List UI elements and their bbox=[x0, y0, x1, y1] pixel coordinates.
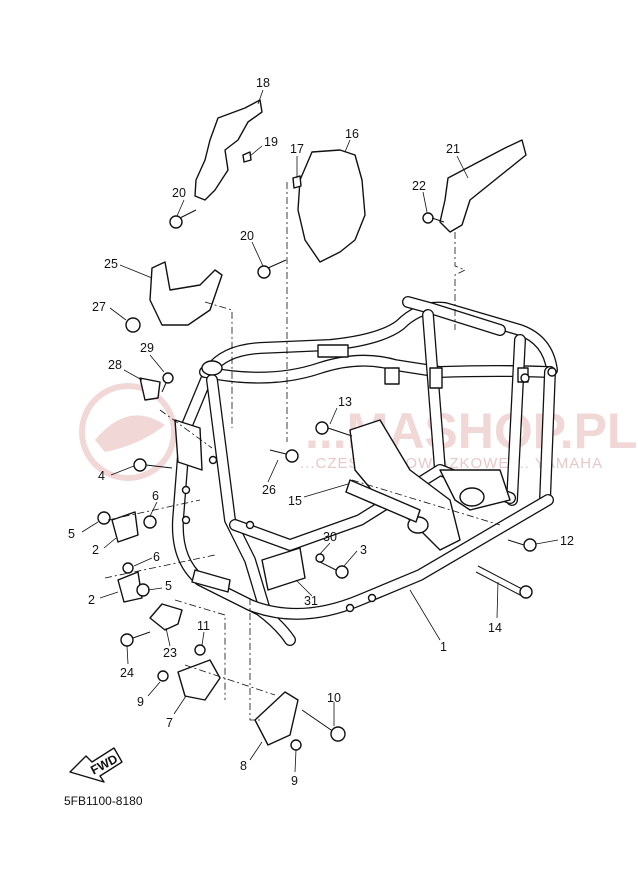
part-19-clip bbox=[242, 151, 252, 163]
part-3-bolt bbox=[315, 559, 349, 579]
leader-lines bbox=[81, 89, 559, 773]
callout-30: 30 bbox=[323, 530, 337, 544]
callout-12: 12 bbox=[560, 534, 574, 548]
callout-20-a: 20 bbox=[172, 186, 186, 200]
diagram-code: 5FB1100-8180 bbox=[64, 794, 143, 808]
part-7-plate bbox=[177, 659, 221, 701]
callout-5-b: 5 bbox=[165, 579, 172, 593]
callout-3: 3 bbox=[360, 543, 367, 557]
callout-29: 29 bbox=[140, 341, 154, 355]
part-20-bolt-a bbox=[169, 209, 197, 229]
callout-18: 18 bbox=[256, 76, 270, 90]
part-15-shaft bbox=[345, 479, 421, 523]
callout-11: 11 bbox=[197, 619, 210, 633]
main-frame bbox=[171, 296, 558, 646]
callout-7: 7 bbox=[166, 716, 173, 730]
callout-31: 31 bbox=[304, 594, 318, 608]
part-18-cover bbox=[194, 99, 263, 201]
callout-9-b: 9 bbox=[291, 774, 298, 788]
callout-28: 28 bbox=[108, 358, 122, 372]
part-17-clip bbox=[292, 175, 302, 189]
part-10-bolt bbox=[301, 709, 346, 742]
callout-16: 16 bbox=[345, 127, 359, 141]
callout-10: 10 bbox=[327, 691, 341, 705]
callout-2-a: 2 bbox=[92, 543, 99, 557]
callout-1: 1 bbox=[440, 640, 447, 654]
part-28-bracket bbox=[139, 377, 161, 401]
part-27-nut bbox=[125, 317, 141, 333]
callout-26: 26 bbox=[262, 483, 276, 497]
callout-9-a: 9 bbox=[137, 695, 144, 709]
callout-19: 19 bbox=[264, 135, 278, 149]
callout-4: 4 bbox=[98, 469, 105, 483]
part-6-bolt-a bbox=[143, 515, 157, 529]
callout-22: 22 bbox=[412, 179, 426, 193]
part-21-bracket bbox=[439, 139, 527, 233]
part-13-bolt bbox=[315, 421, 353, 437]
callout-15: 15 bbox=[288, 494, 302, 508]
part-5-washer-b bbox=[136, 583, 150, 597]
callout-24: 24 bbox=[120, 666, 134, 680]
part-23-bracket bbox=[149, 603, 183, 631]
callout-6-a: 6 bbox=[152, 489, 159, 503]
callout-labels: 18 19 16 17 21 22 20 20 25 27 29 28 13 4… bbox=[68, 76, 574, 788]
assembly-lines bbox=[104, 182, 501, 721]
fwd-arrow-icon: FWD bbox=[69, 747, 123, 783]
part-29-bolt bbox=[161, 372, 174, 393]
callout-20-b: 20 bbox=[240, 229, 254, 243]
part-30-washer bbox=[315, 553, 325, 563]
part-5-washer-a bbox=[97, 511, 111, 525]
callout-27: 27 bbox=[92, 300, 106, 314]
part-12-bolt bbox=[507, 538, 537, 552]
part-22-bolt bbox=[422, 212, 445, 224]
part-2-bracket-b bbox=[117, 571, 143, 603]
callout-23: 23 bbox=[163, 646, 177, 660]
callout-14: 14 bbox=[488, 621, 502, 635]
part-6-bolt-b bbox=[122, 562, 134, 574]
callout-17: 17 bbox=[290, 142, 304, 156]
part-20-bolt-b bbox=[257, 259, 287, 279]
callout-25: 25 bbox=[104, 257, 118, 271]
part-14-long-bolt bbox=[475, 565, 533, 599]
callout-2-b: 2 bbox=[88, 593, 95, 607]
callout-13: 13 bbox=[338, 395, 352, 409]
part-16-cover bbox=[297, 149, 366, 263]
part-11-washer bbox=[194, 644, 206, 656]
part-8-plate bbox=[254, 691, 299, 746]
callout-21: 21 bbox=[446, 142, 460, 156]
part-4-bolt bbox=[133, 458, 173, 472]
part-9-bolt-b bbox=[290, 739, 302, 751]
callout-6-b: 6 bbox=[153, 550, 160, 564]
callout-8: 8 bbox=[240, 759, 247, 773]
part-24-bolt bbox=[120, 631, 151, 647]
callout-5-a: 5 bbox=[68, 527, 75, 541]
part-26-bolt bbox=[269, 449, 299, 463]
part-9-bolt-a bbox=[157, 670, 169, 682]
part-2-bracket-a bbox=[111, 511, 139, 543]
part-25-bracket bbox=[149, 261, 223, 326]
